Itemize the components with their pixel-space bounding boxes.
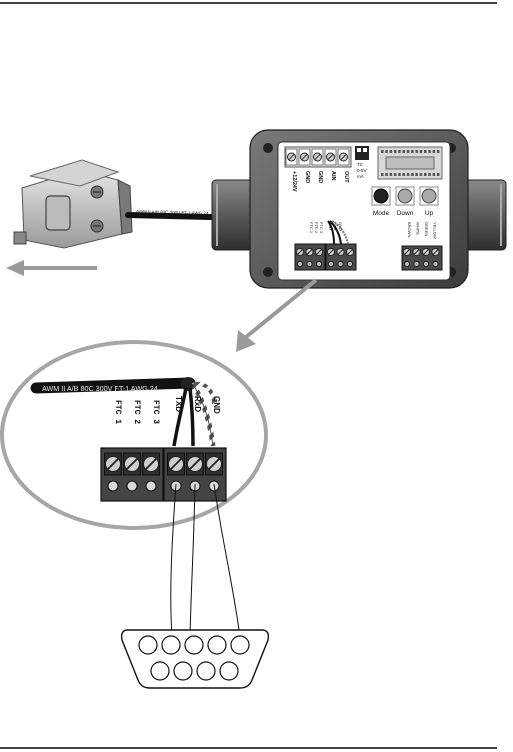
top-terminal-screw [326,152,335,162]
top-terminal-strip: +12/24V GND GND AIN OUT [284,146,352,192]
top-terminal-screw [300,152,309,162]
top-terminal-screw [287,152,296,162]
closeup-terminal-screw [143,456,159,472]
device-right-side-label: BROWN [407,222,412,237]
device-terminal-screw [412,247,421,257]
connection-lines [170,483,241,638]
closeup-left-label: FTC 1 [113,400,122,424]
circuit-board [377,146,443,180]
top-terminal-label: +12/24V [291,171,297,192]
mode-button-label: Mode [373,210,390,217]
switch-label: 0-5V [357,168,367,173]
up-button [421,188,437,204]
closeup-cable: AWM II A/B 80C 300V FT-1 AWG 24 [30,377,216,447]
device-wires [327,220,349,245]
top-terminal-label: AIN [330,171,336,181]
switch-label: mA [357,174,364,179]
db9-pin-bottom [196,661,216,681]
db9-pinout [120,629,270,689]
top-terminal-screw [313,152,322,162]
db9-pin-top [230,635,250,655]
device-terminal-screw [345,247,355,257]
db9-pin-top [207,635,227,655]
top-terminal-screw [339,152,348,162]
db9-pin-bottom [219,661,239,681]
device-left-block-label: FTC 1 [309,222,314,234]
device-right-side-label: WHITE [416,222,421,235]
closeup-left-label: FTC 3 [151,400,160,424]
db9-pin-bottom [173,661,193,681]
device-terminal-screw [295,247,305,257]
closeup-cable-jacket-label: AWM II A/B 80C 300V FT-1 AWG 24 [42,384,158,393]
device-terminal-screw [402,247,412,257]
db9-connector-illustration [13,159,133,249]
cable-jacket-label: AWM II A/B 80C 300V FT-1 AWG 24 [136,209,209,216]
closeup-left-label: FTC 2 [132,400,141,424]
device-terminal-screw [305,247,314,257]
closeup-terminal-screw [168,456,184,472]
direction-arrow-icon [6,260,97,276]
device-terminal-screw [314,247,324,257]
device-terminal-screw [336,247,345,257]
closeup-terminal-screw [124,456,140,472]
closeup-terminal-screw [206,456,222,472]
closeup-callout [0,340,268,530]
device-right-side-label: YELLOW [433,222,438,239]
top-terminal-label: GND [317,171,323,183]
db9-pin-top [138,635,158,655]
closeup-right-label: TXD [174,396,183,412]
closeup-right-label: RxD [193,396,202,412]
db9-pin-bottom [150,661,170,681]
zoom-arrow-icon [236,278,318,352]
device-terminal-screw [326,247,336,257]
device-right-side-label: GREEN [424,222,429,236]
mode-button [373,188,389,204]
up-button-label: Up [425,210,434,217]
db9-pin-top [184,635,204,655]
device-left-block-label: FTC 3 [319,222,324,234]
device-terminal-screw [421,247,431,257]
down-button [397,188,413,204]
closeup-terminal-screw [187,456,203,472]
closeup-right-label: GND [212,396,221,414]
down-button-label: Down [397,210,414,217]
db9-pin-top [161,635,181,655]
device-left-block-label: FTC 2 [314,222,319,234]
top-terminal-label: GND [304,171,310,183]
front-buttons: Mode Down Up [371,186,439,217]
closeup-terminal-screw [105,456,121,472]
switch-label: TC [357,162,364,167]
device-terminal-screw [431,247,440,257]
top-terminal-label: OUT [343,171,349,183]
